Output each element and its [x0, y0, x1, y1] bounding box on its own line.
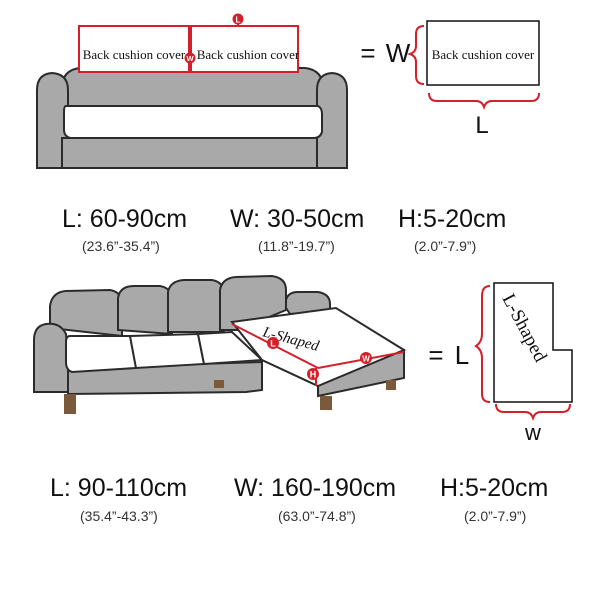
- sofa-left-arm-bottom: [33, 322, 72, 393]
- seat-cushion: [63, 105, 323, 139]
- l-brace-bottom: [474, 285, 491, 403]
- sofa-right-arm: [316, 71, 348, 169]
- sofa-base: [61, 137, 318, 169]
- top-width-cm: W: 30-50cm: [230, 205, 365, 233]
- seat-cushion-2: [128, 332, 206, 370]
- sofa-leg-1: [64, 394, 76, 414]
- sofa-leg-4: [386, 380, 396, 390]
- top-width-in: (11.8”-19.7”): [258, 238, 335, 254]
- marker-w-text-bottom: W: [362, 355, 370, 364]
- l-shaped-dimension-diagram: = L L-Shaped w: [428, 282, 573, 445]
- marker-l-circle: [232, 13, 244, 25]
- back-cushion-cover-diagram-label: Back cushion cover: [432, 47, 535, 62]
- top-length-cm: L: 60-90cm: [62, 205, 188, 233]
- w-dimension-label: W: [386, 38, 411, 68]
- back-cushion-cover-diagram-box: [426, 20, 540, 86]
- bottom-height-cm: H:5-20cm: [440, 474, 549, 502]
- seat-cushion-1: [65, 335, 138, 374]
- top-height-in: (2.0”-7.9”): [414, 238, 477, 254]
- l-dimension-label-bottom: L: [455, 340, 469, 370]
- marker-w-circle: [184, 52, 196, 64]
- sofa-l-shaped-illustration: L-Shaped L W H: [33, 274, 407, 414]
- marker-l-text: L: [236, 16, 241, 25]
- w-brace: [406, 25, 425, 85]
- bottom-width-in: (63.0”-74.8”): [278, 508, 356, 524]
- back-cushion-dimension-diagram: = W Back cushion cover L: [360, 20, 540, 139]
- equals-sign-top: =: [360, 38, 375, 68]
- marker-h-text: H: [310, 370, 317, 380]
- marker-l-circle-bottom: [267, 337, 279, 349]
- sofa-back-cushion-illustration: Back cushion cover Back cushion cover L …: [36, 13, 348, 169]
- w-dimension-label-bottom: w: [524, 420, 541, 445]
- back-cushion-cover-left-label: Back cushion cover: [83, 47, 186, 62]
- top-length-in: (23.6”-35.4”): [82, 238, 160, 254]
- sofa-leg-2: [214, 380, 224, 388]
- marker-l-text-bottom: L: [270, 339, 276, 349]
- w-brace-bottom: [495, 403, 571, 422]
- sofa-back-cushion-3: [167, 279, 225, 333]
- bottom-length-in: (35.4”-43.3”): [80, 508, 158, 524]
- equals-sign-bottom: =: [428, 340, 443, 370]
- bottom-length-cm: L: 90-110cm: [50, 474, 188, 502]
- l-dimension-label-top: L: [475, 112, 488, 139]
- marker-w-circle-bottom: [360, 352, 372, 364]
- sofa-right-arm-bottom: [285, 291, 331, 316]
- sofa-leg-3: [320, 396, 332, 410]
- l-brace-top: [428, 92, 540, 111]
- top-height-cm: H:5-20cm: [398, 205, 507, 233]
- bottom-width-cm: W: 160-190cm: [234, 474, 397, 502]
- l-shaped-cover-diagram: [493, 282, 573, 403]
- back-cushion-cover-left: [78, 25, 190, 73]
- sofa-back-cushion-2: [117, 285, 173, 336]
- back-cushion-cover-right-label: Back cushion cover: [197, 47, 300, 62]
- chaise-cushion: [230, 306, 407, 388]
- sofa-left-arm: [36, 71, 69, 169]
- marker-w-text: W: [186, 54, 194, 63]
- back-cushion-cover-right: [190, 25, 299, 73]
- marker-h-circle: [307, 368, 319, 380]
- bottom-height-in: (2.0”-7.9”): [464, 508, 527, 524]
